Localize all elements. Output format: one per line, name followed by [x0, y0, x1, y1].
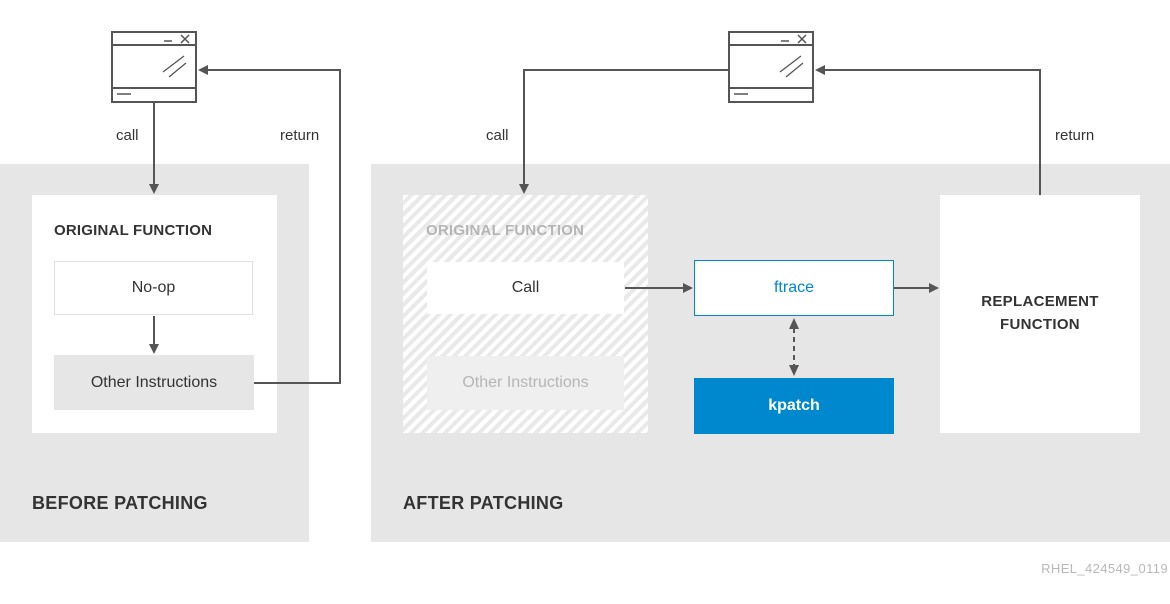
- ftrace-kpatch-dashed-arrow: [789, 318, 799, 376]
- after-return-arrow: [815, 65, 1041, 195]
- after-window-icon: [728, 31, 814, 103]
- after-call-label: call: [486, 127, 509, 144]
- before-other-instructions-box: Other Instructions: [54, 355, 254, 410]
- replacement-function-title: REPLACEMENT FUNCTION: [981, 293, 1099, 333]
- figure-id-watermark: RHEL_424549_0119: [1041, 561, 1168, 576]
- before-return-arrow: [198, 65, 341, 384]
- before-patching-label: BEFORE PATCHING: [32, 493, 208, 513]
- replacement-function-box: [940, 195, 1140, 433]
- noop-box: No-op: [54, 261, 253, 315]
- after-return-label: return: [1055, 127, 1095, 144]
- before-original-function-title: ORIGINAL FUNCTION: [54, 222, 213, 239]
- before-return-label: return: [280, 127, 320, 144]
- after-other-instructions-box: Other Instructions: [427, 356, 624, 410]
- after-original-function-title: ORIGINAL FUNCTION: [426, 222, 585, 239]
- before-call-label: call: [116, 127, 139, 144]
- before-window-icon: [111, 31, 197, 103]
- call-box: Call: [427, 262, 624, 314]
- kpatch-box: kpatch: [694, 378, 894, 434]
- after-patching-label: AFTER PATCHING: [403, 493, 564, 513]
- after-call-arrow: [519, 69, 729, 194]
- ftrace-box: ftrace: [694, 260, 894, 316]
